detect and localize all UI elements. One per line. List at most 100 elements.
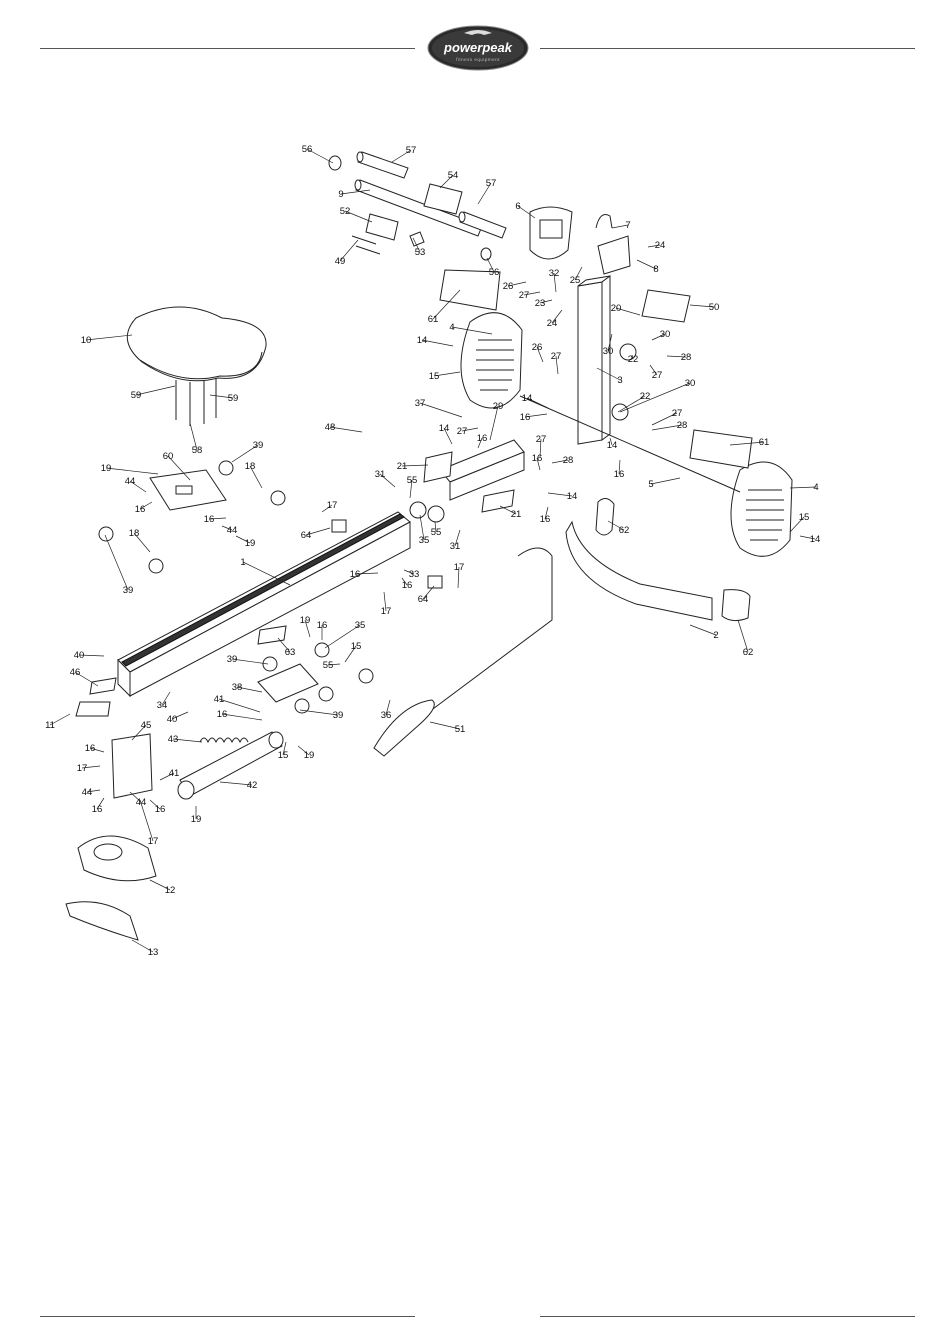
callout-leader — [49, 713, 71, 726]
part-number-label: 30 — [685, 378, 696, 389]
part-number-label: 17 — [77, 763, 88, 774]
part-number-label: 55 — [407, 475, 418, 486]
part-number-label: 13 — [148, 947, 159, 958]
callout-leader — [619, 382, 691, 413]
part-number-label: 17 — [327, 500, 338, 511]
callout-leader — [617, 395, 646, 413]
part-number-label: 14 — [439, 423, 450, 434]
part-number-label: 14 — [810, 534, 821, 545]
part-number-label: 56 — [302, 144, 313, 155]
callout-leader — [105, 467, 159, 475]
callout-leader — [391, 149, 412, 163]
callout-leader — [74, 671, 99, 687]
callout-leader — [439, 174, 454, 189]
part-number-label: 30 — [660, 329, 671, 340]
callout-leader — [344, 210, 373, 223]
part-number-label: 28 — [681, 352, 692, 363]
callout-leader — [78, 654, 105, 657]
part-number-label: 4 — [449, 322, 454, 333]
part-number-label: 37 — [415, 398, 426, 409]
callout-leader — [574, 266, 583, 281]
callout-leader — [299, 709, 339, 716]
part-number-label: 57 — [486, 178, 497, 189]
part-number-label: 44 — [82, 787, 93, 798]
callout-leader — [219, 781, 253, 786]
pedal-right — [689, 429, 793, 557]
part-number-label: 46 — [70, 667, 81, 678]
callout-leader — [104, 534, 129, 591]
callout-leader — [477, 437, 483, 449]
part-number-label: 27 — [536, 434, 547, 445]
part-number-label: 26 — [503, 281, 514, 292]
part-number-label: 31 — [450, 541, 461, 552]
callout-leader — [729, 441, 765, 446]
callout-leader — [149, 799, 161, 810]
callout-leader — [167, 455, 191, 481]
part-number-label: 55 — [431, 527, 442, 538]
part-number-label: 28 — [677, 420, 688, 431]
part-number-label: 3 — [617, 375, 622, 386]
part-number-label: 15 — [278, 750, 289, 761]
part-number-label: 25 — [570, 275, 581, 286]
callout-leader — [329, 426, 363, 433]
callout-leader — [607, 520, 625, 531]
rear-bracket — [111, 733, 153, 799]
callout-leader — [96, 797, 105, 810]
callout-leader — [321, 504, 333, 513]
part-number-label: 19 — [101, 463, 112, 474]
part-number-label: 40 — [74, 650, 85, 661]
header-rule-left — [40, 48, 415, 49]
callout-leader — [86, 789, 101, 793]
part-number-label: 48 — [325, 422, 336, 433]
callout-leader — [221, 713, 263, 721]
callout-leader — [139, 799, 154, 842]
part-number-label: 16 — [350, 569, 361, 580]
part-number-label: 11 — [45, 720, 55, 731]
callout-leader — [536, 346, 544, 363]
callout-leader — [305, 527, 331, 536]
callout-leader — [611, 224, 629, 229]
part-number-label: 15 — [799, 512, 810, 523]
callout-leader — [282, 741, 287, 756]
part-number-label: 28 — [563, 455, 574, 466]
part-number-label: 17 — [381, 606, 392, 617]
callout-leader — [666, 355, 687, 358]
callout-leader — [231, 444, 259, 463]
part-number-label: 27 — [652, 370, 663, 381]
callout-leader — [409, 479, 413, 499]
callout-leader — [412, 237, 421, 253]
callout-leader — [539, 438, 542, 458]
part-number-label: 45 — [141, 720, 152, 731]
callout-leader — [277, 637, 291, 653]
callout-leader — [517, 205, 536, 219]
part-number-label: 27 — [457, 426, 468, 437]
callout-leader — [555, 355, 559, 375]
part-number-label: 21 — [511, 509, 522, 520]
callout-leader — [379, 473, 396, 488]
callout-leader — [161, 691, 171, 706]
callout-leader — [507, 281, 527, 287]
part-number-label: 36 — [381, 710, 392, 721]
callout-leader — [304, 619, 311, 638]
callout-leader — [242, 561, 291, 586]
rear-stabilizer — [65, 835, 157, 941]
header-rule-right — [540, 48, 915, 49]
callout-leader — [339, 239, 359, 262]
callout-leader — [489, 405, 499, 441]
part-number-label: 53 — [415, 247, 426, 258]
callout-leader — [461, 427, 479, 432]
part-number-label: 62 — [743, 647, 754, 658]
callout-leader — [609, 437, 613, 446]
part-number-label: 27 — [551, 351, 562, 362]
part-number-label: 55 — [323, 660, 334, 671]
axle — [519, 395, 741, 493]
callout-leader — [636, 259, 657, 270]
bracket-50 — [641, 289, 691, 323]
callout-leader — [131, 724, 147, 741]
part-number-label: 16 — [92, 804, 103, 815]
callout-leader — [131, 939, 154, 953]
main-rail — [117, 511, 411, 698]
part-number-label: 15 — [429, 371, 440, 382]
